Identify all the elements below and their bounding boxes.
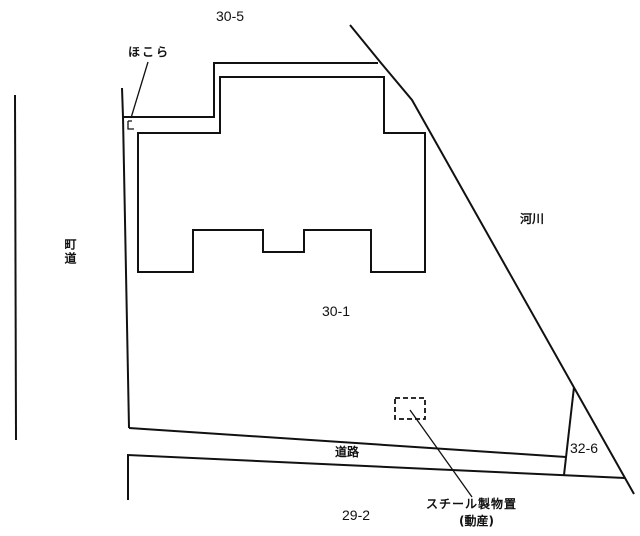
parcel-label-32-6: 32-6	[570, 440, 599, 456]
parcel-label-30-1: 30-1	[322, 303, 351, 319]
river-boundary	[349, 24, 635, 495]
movable-property-label: (動産)	[459, 514, 494, 528]
site-boundary	[121, 62, 378, 118]
town-road-edge	[14, 94, 17, 441]
steel-shed-leader-line	[409, 409, 473, 498]
town-road-label: 町道	[63, 238, 77, 266]
steel-shed-label: スチール製物置	[426, 497, 518, 511]
road-north-edge	[128, 427, 567, 458]
parcel-32-6-divider	[563, 386, 575, 476]
road-south-edge	[127, 453, 626, 500]
shrine-label: ほこら	[128, 45, 171, 59]
shrine-leader-line	[130, 61, 149, 119]
parcel-label-29-2: 29-2	[342, 507, 371, 523]
steel-shed-outline	[394, 397, 426, 420]
road-label: 道路	[335, 445, 360, 459]
parcel-label-30-5: 30-5	[216, 8, 245, 24]
building-outline	[137, 76, 426, 273]
shrine-marker-icon	[127, 120, 134, 130]
river-label: 河川	[520, 212, 545, 226]
site-boundary-west	[122, 116, 130, 429]
